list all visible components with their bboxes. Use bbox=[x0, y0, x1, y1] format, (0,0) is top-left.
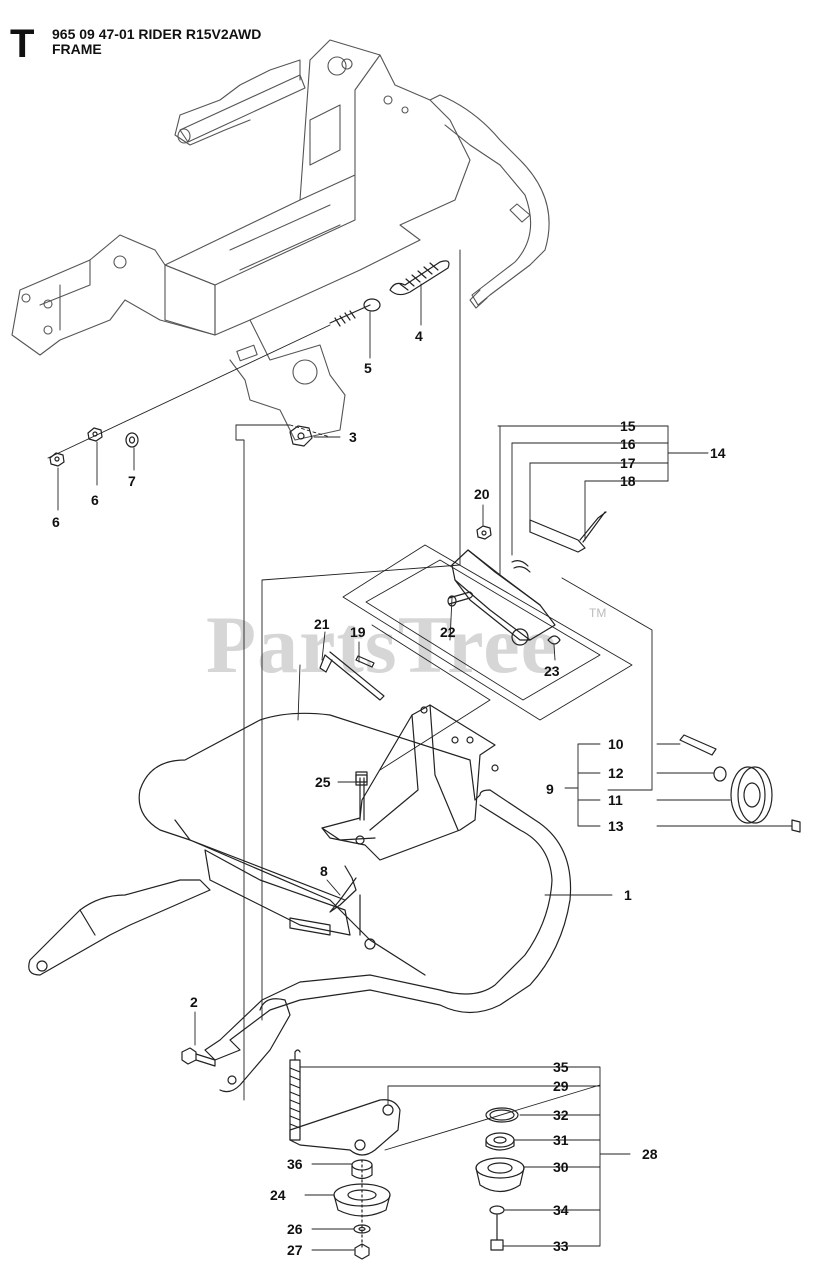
nut-3 bbox=[289, 425, 313, 447]
callout-24: 24 bbox=[270, 1187, 286, 1203]
callout-34: 34 bbox=[553, 1202, 569, 1218]
watermark-trademark: TM bbox=[589, 606, 607, 620]
callout-3: 3 bbox=[349, 429, 357, 445]
watermark: PartsTree bbox=[206, 599, 559, 690]
bolt-33 bbox=[490, 1214, 504, 1251]
frame-outline bbox=[11, 39, 550, 441]
bolt-2 bbox=[181, 1047, 216, 1067]
callout-1: 1 bbox=[624, 887, 632, 903]
callout-labels: 1 2 3 4 5 6 6 7 8 9 10 11 12 13 14 15 16… bbox=[52, 328, 726, 1258]
callout-9: 9 bbox=[546, 781, 554, 797]
callout-15: 15 bbox=[620, 418, 636, 434]
bolt-25 bbox=[355, 774, 368, 786]
washer-34 bbox=[489, 1205, 505, 1215]
callout-23: 23 bbox=[544, 663, 560, 679]
callout-6b: 6 bbox=[91, 492, 99, 508]
callout-5: 5 bbox=[364, 360, 372, 376]
callout-26: 26 bbox=[287, 1221, 303, 1237]
callout-4: 4 bbox=[415, 328, 423, 344]
callout-19: 19 bbox=[350, 624, 366, 640]
callout-20: 20 bbox=[474, 486, 490, 502]
callout-13: 13 bbox=[608, 818, 624, 834]
nut-6a bbox=[49, 452, 65, 467]
callout-35: 35 bbox=[553, 1059, 569, 1075]
diagram-title: 965 09 47-01 RIDER R15V2AWD bbox=[52, 26, 262, 42]
pulley-30 bbox=[475, 1157, 525, 1193]
callout-28: 28 bbox=[642, 1146, 658, 1162]
callout-31: 31 bbox=[553, 1132, 569, 1148]
callout-6a: 6 bbox=[52, 514, 60, 530]
bracket-assembly bbox=[447, 511, 607, 646]
assembly-lines bbox=[47, 249, 653, 1151]
callout-29: 29 bbox=[553, 1078, 569, 1094]
callout-7: 7 bbox=[128, 473, 136, 489]
callout-17: 17 bbox=[620, 455, 636, 471]
callout-32: 32 bbox=[553, 1107, 569, 1123]
washer-7 bbox=[125, 432, 139, 448]
callout-2: 2 bbox=[190, 994, 198, 1010]
spring-4 bbox=[389, 260, 450, 296]
section-letter: T bbox=[10, 22, 35, 66]
bearing-31 bbox=[485, 1132, 515, 1151]
callout-18: 18 bbox=[620, 473, 636, 489]
callout-10: 10 bbox=[608, 736, 624, 752]
roller-assembly bbox=[679, 734, 801, 833]
callout-30: 30 bbox=[553, 1159, 569, 1175]
callout-14: 14 bbox=[710, 445, 726, 461]
callout-21: 21 bbox=[314, 616, 330, 632]
diagram-subtitle: FRAME bbox=[52, 41, 102, 57]
leader-lines bbox=[57, 283, 793, 1251]
callout-36: 36 bbox=[287, 1156, 303, 1172]
callout-8: 8 bbox=[320, 863, 328, 879]
callout-22: 22 bbox=[440, 624, 456, 640]
ring-32 bbox=[485, 1107, 519, 1123]
callout-16: 16 bbox=[620, 436, 636, 452]
callout-12: 12 bbox=[608, 765, 624, 781]
rod-5 bbox=[329, 298, 381, 327]
callout-11: 11 bbox=[608, 792, 623, 808]
callout-33: 33 bbox=[553, 1238, 569, 1254]
callout-25: 25 bbox=[315, 774, 331, 790]
nut-27 bbox=[354, 1243, 370, 1260]
nut-6b bbox=[87, 427, 103, 442]
spring-35 bbox=[289, 1049, 301, 1141]
idler-arm-29 bbox=[289, 1099, 401, 1156]
main-bar-1 bbox=[28, 712, 572, 1093]
callout-27: 27 bbox=[287, 1242, 303, 1258]
